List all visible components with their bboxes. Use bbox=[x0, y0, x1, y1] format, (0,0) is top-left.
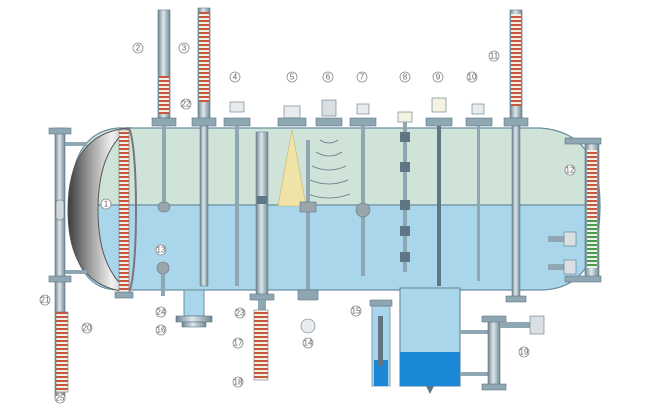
bottom-drain-nozzle bbox=[175, 289, 213, 328]
svg-text:13: 13 bbox=[157, 246, 166, 255]
float-ball-icon bbox=[156, 261, 170, 275]
bottom-probe-14 bbox=[297, 140, 319, 334]
radar-beam bbox=[277, 129, 307, 207]
callout-19: 19 bbox=[518, 346, 530, 358]
callout-23: 23 bbox=[234, 307, 246, 319]
radar-antenna-icon bbox=[283, 105, 301, 119]
svg-text:4: 4 bbox=[233, 73, 238, 82]
callout-3: 3 bbox=[178, 42, 190, 54]
callout-25: 25 bbox=[54, 392, 66, 404]
svg-text:18: 18 bbox=[234, 378, 243, 387]
svg-text:20: 20 bbox=[83, 324, 92, 333]
svg-text:10: 10 bbox=[468, 73, 477, 82]
top-ultrasonic-6 bbox=[307, 99, 351, 199]
boot-sump bbox=[399, 287, 461, 394]
top-rod-transmitter-4 bbox=[223, 101, 251, 286]
callout-13: 13 bbox=[155, 244, 167, 256]
callout-17: 17 bbox=[232, 337, 244, 349]
svg-text:16: 16 bbox=[157, 326, 166, 335]
svg-text:5: 5 bbox=[290, 73, 295, 82]
right-nozzle-switches bbox=[548, 231, 577, 275]
callout-6: 6 bbox=[322, 71, 334, 83]
top-capacitance-probe-9 bbox=[425, 97, 453, 286]
svg-text:11: 11 bbox=[490, 52, 499, 61]
ultrasonic-waves bbox=[307, 139, 351, 199]
callout-11: 11 bbox=[488, 50, 500, 62]
left-gauge-scale bbox=[55, 311, 69, 393]
bottom-gauge-scale bbox=[253, 309, 269, 381]
top-magnetic-gauge-2 bbox=[151, 9, 177, 213]
callout-18: 18 bbox=[232, 376, 244, 388]
float-ball-icon bbox=[355, 202, 371, 218]
right-side-level-gauge bbox=[564, 137, 602, 283]
callout-24: 24 bbox=[155, 306, 167, 318]
callout-8: 8 bbox=[399, 71, 411, 83]
callout-7: 7 bbox=[356, 71, 368, 83]
boot-drain bbox=[426, 386, 434, 394]
callouts: 1 2 3 4 5 6 7 8 9 10 11 12 13 14 15 bbox=[39, 42, 576, 404]
callout-4: 4 bbox=[229, 71, 241, 83]
svg-text:25: 25 bbox=[56, 394, 65, 403]
svg-text:1: 1 bbox=[104, 200, 109, 209]
svg-text:19: 19 bbox=[520, 348, 529, 357]
callout-2: 2 bbox=[132, 42, 144, 54]
callout-9: 9 bbox=[432, 71, 444, 83]
svg-text:7: 7 bbox=[360, 73, 365, 82]
svg-text:3: 3 bbox=[182, 44, 187, 53]
callout-14: 14 bbox=[302, 337, 314, 349]
svg-text:2: 2 bbox=[136, 44, 141, 53]
vessel-liquid-space bbox=[69, 204, 601, 291]
svg-text:15: 15 bbox=[352, 307, 361, 316]
top-guided-wave-probe-3 bbox=[191, 7, 217, 287]
callout-5: 5 bbox=[286, 71, 298, 83]
svg-text:14: 14 bbox=[304, 339, 313, 348]
left-external-level-gauge bbox=[48, 127, 87, 399]
float-ball-icon bbox=[157, 201, 171, 213]
callout-15: 15 bbox=[350, 305, 362, 317]
svg-text:6: 6 bbox=[326, 73, 331, 82]
callout-22: 22 bbox=[180, 98, 192, 110]
top-multi-float-8 bbox=[397, 111, 413, 272]
callout-10: 10 bbox=[466, 71, 478, 83]
inner-head-level-gauge bbox=[114, 129, 134, 299]
boot-sight-glass bbox=[460, 315, 545, 391]
top-radar-5 bbox=[277, 105, 307, 207]
top-displacer-7 bbox=[349, 103, 377, 276]
svg-text:9: 9 bbox=[436, 73, 441, 82]
svg-text:23: 23 bbox=[236, 309, 245, 318]
transmitter-head-icon bbox=[229, 101, 245, 113]
transmitter-head-icon bbox=[471, 103, 485, 115]
svg-text:12: 12 bbox=[566, 166, 575, 175]
sight-glass-icon bbox=[487, 317, 501, 387]
callout-16: 16 bbox=[155, 324, 167, 336]
top-rf-probe-10 bbox=[465, 103, 493, 281]
transmitter-head-icon bbox=[356, 103, 370, 115]
boot-interface-probe bbox=[369, 299, 393, 387]
callout-12: 12 bbox=[564, 164, 576, 176]
svg-text:8: 8 bbox=[403, 73, 408, 82]
internal-gauge-tube bbox=[249, 131, 275, 381]
bottom-float-ball-12 bbox=[156, 261, 170, 296]
callout-21: 21 bbox=[39, 294, 51, 306]
boot-water-phase bbox=[400, 352, 460, 386]
svg-text:17: 17 bbox=[234, 339, 243, 348]
svg-text:24: 24 bbox=[157, 308, 166, 317]
callout-20: 20 bbox=[81, 322, 93, 334]
callout-1: 1 bbox=[100, 198, 112, 210]
top-magnetic-gauge-11 bbox=[503, 9, 529, 303]
svg-text:22: 22 bbox=[182, 100, 191, 109]
svg-text:21: 21 bbox=[41, 296, 50, 305]
